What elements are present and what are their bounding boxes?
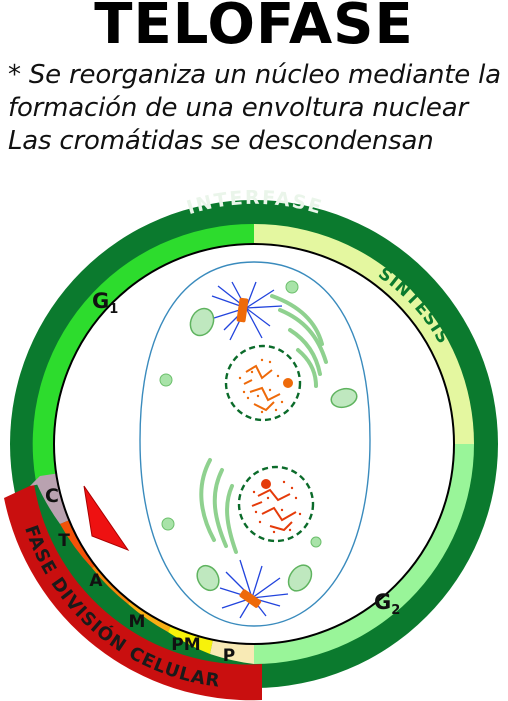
- description-line-2: formación de una envoltura nuclear: [8, 93, 468, 123]
- stage-p-label: P: [223, 646, 235, 666]
- description-line-1: * Se reorganiza un núcleo mediante la: [8, 60, 501, 90]
- top-golgi: [270, 294, 328, 388]
- cell-cycle-diagram: INTERFASE SINTESIS FASE DIVISIÓN CELULAR…: [4, 187, 498, 701]
- bottom-chromatin-dots: [252, 480, 302, 534]
- stage-pointer: [83, 485, 130, 552]
- bottom-chromatin: [251, 488, 297, 532]
- stage-m-label: M: [129, 612, 146, 632]
- top-nucleolus: [283, 378, 293, 388]
- page-title: TELOFASE: [94, 0, 414, 57]
- stage-pm-label: PM: [171, 635, 200, 655]
- cell-membrane: [139, 261, 371, 627]
- bottom-golgi: [199, 458, 238, 554]
- top-centriole: [236, 297, 249, 323]
- description-line-3: Las cromátidas se descondensan: [8, 126, 434, 156]
- g2-label: G2: [374, 590, 400, 618]
- g1-label: G1: [92, 289, 118, 317]
- bottom-nuclear-envelope: [237, 465, 315, 543]
- bottom-centriole: [239, 589, 262, 608]
- stage-a-label: A: [89, 571, 103, 591]
- stage-c-label: C: [45, 485, 59, 507]
- top-chromatin: [243, 364, 281, 412]
- division-ring: [4, 484, 262, 701]
- stage-t-label: T: [58, 531, 70, 551]
- mitochondria: [189, 307, 358, 592]
- telophase-cell: [139, 261, 371, 627]
- bottom-nucleolus: [261, 479, 271, 489]
- top-chromatin-dots: [238, 358, 284, 414]
- vesicles: [159, 280, 322, 548]
